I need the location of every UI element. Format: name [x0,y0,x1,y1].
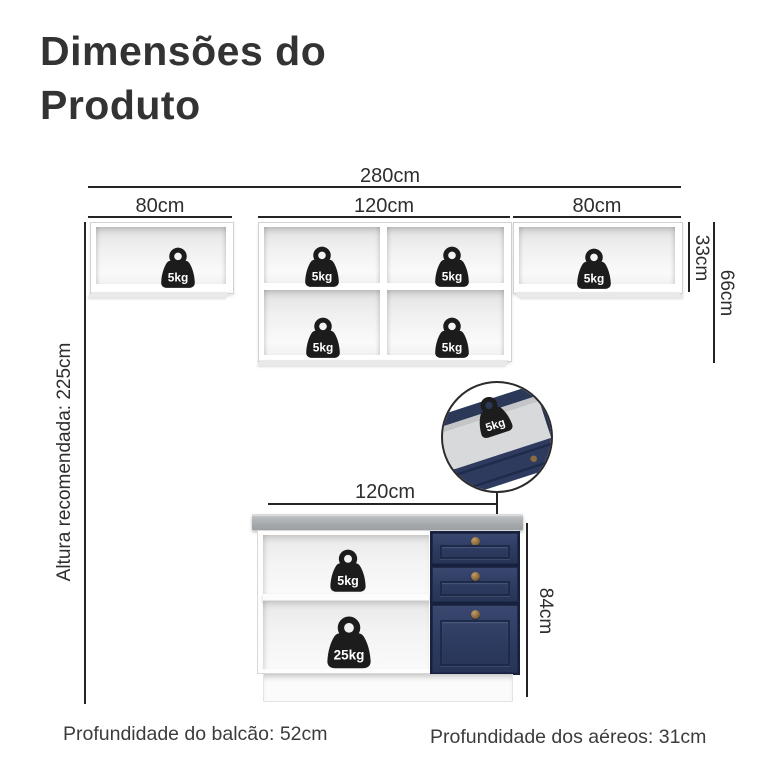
weight-label: 5kg [337,574,358,588]
base-drawer-unit [430,531,520,675]
open-drawer-illustration: 5kg [443,383,551,491]
weight-capacity-icon: 5kg [577,248,611,289]
base-width-line [268,503,497,505]
segment-right-label: 80cm [572,195,622,217]
total-width-line [88,186,681,188]
base-cabinet-body [257,530,520,675]
weight-label: 5kg [484,417,507,435]
cabinet-door [432,605,518,673]
drawer-knob [470,610,480,619]
weight-label: 5kg [168,271,189,285]
weight-capacity-icon: 25kg [327,616,371,669]
height-33-label: 33cm [691,234,712,282]
wall-depth-note: Profundidade dos aéreos: 31cm [430,726,707,748]
drawer-knob [530,455,537,463]
base-cabinet-countertop [252,514,523,530]
drawer-knob [470,537,480,546]
base-height-line [526,523,528,697]
height-66-line [713,222,715,363]
weight-capacity-icon: 5kg [161,247,195,288]
recommended-height-label: Altura recomendada: 225cm [54,342,75,582]
height-66-label: 66cm [716,269,737,317]
height-33-line [688,222,690,292]
drawer-front-2 [432,567,518,602]
drawer-panel [440,581,510,596]
weight-capacity-icon: 5kg [305,246,339,287]
total-width-label: 280cm [359,165,421,187]
segment-left-label: 80cm [135,195,185,217]
wall-cabinet-left [90,222,234,294]
door-panel [440,620,510,666]
counter-depth-note: Profundidade do balcão: 52cm [63,723,328,745]
wall-cabinet-left-bottom [87,292,230,298]
weight-label: 5kg [312,270,333,284]
weight-label: 5kg [313,341,334,355]
drawer-detail-callout: 5kg [441,381,553,493]
base-height-label: 84cm [535,587,556,635]
weight-label: 5kg [442,341,463,355]
weight-label: 25kg [334,647,365,662]
weight-label: 5kg [584,272,605,286]
base-width-label: 120cm [354,481,416,503]
recommended-height-line [84,222,86,704]
base-cabinet-plinth [263,674,513,702]
drawer-front-1 [432,533,518,564]
wall-cabinet-left-interior [96,227,226,284]
weight-capacity-icon: 5kg [435,317,469,358]
segment-left-line [88,216,232,218]
segment-right-line [513,216,681,218]
base-shelf-divider [263,594,429,601]
wall-cabinet-middle [258,222,512,362]
weight-label: 5kg [442,270,463,284]
drawer-knob [470,572,480,581]
page-title: Dimensões do Produto [40,28,327,129]
weight-capacity-icon: 5kg [330,549,366,592]
weight-capacity-icon: 5kg [306,317,340,358]
segment-middle-label: 120cm [353,195,415,217]
segment-middle-line [258,216,510,218]
weight-capacity-icon: 5kg [470,392,514,440]
drawer-panel [440,545,510,559]
weight-capacity-icon: 5kg [435,246,469,287]
